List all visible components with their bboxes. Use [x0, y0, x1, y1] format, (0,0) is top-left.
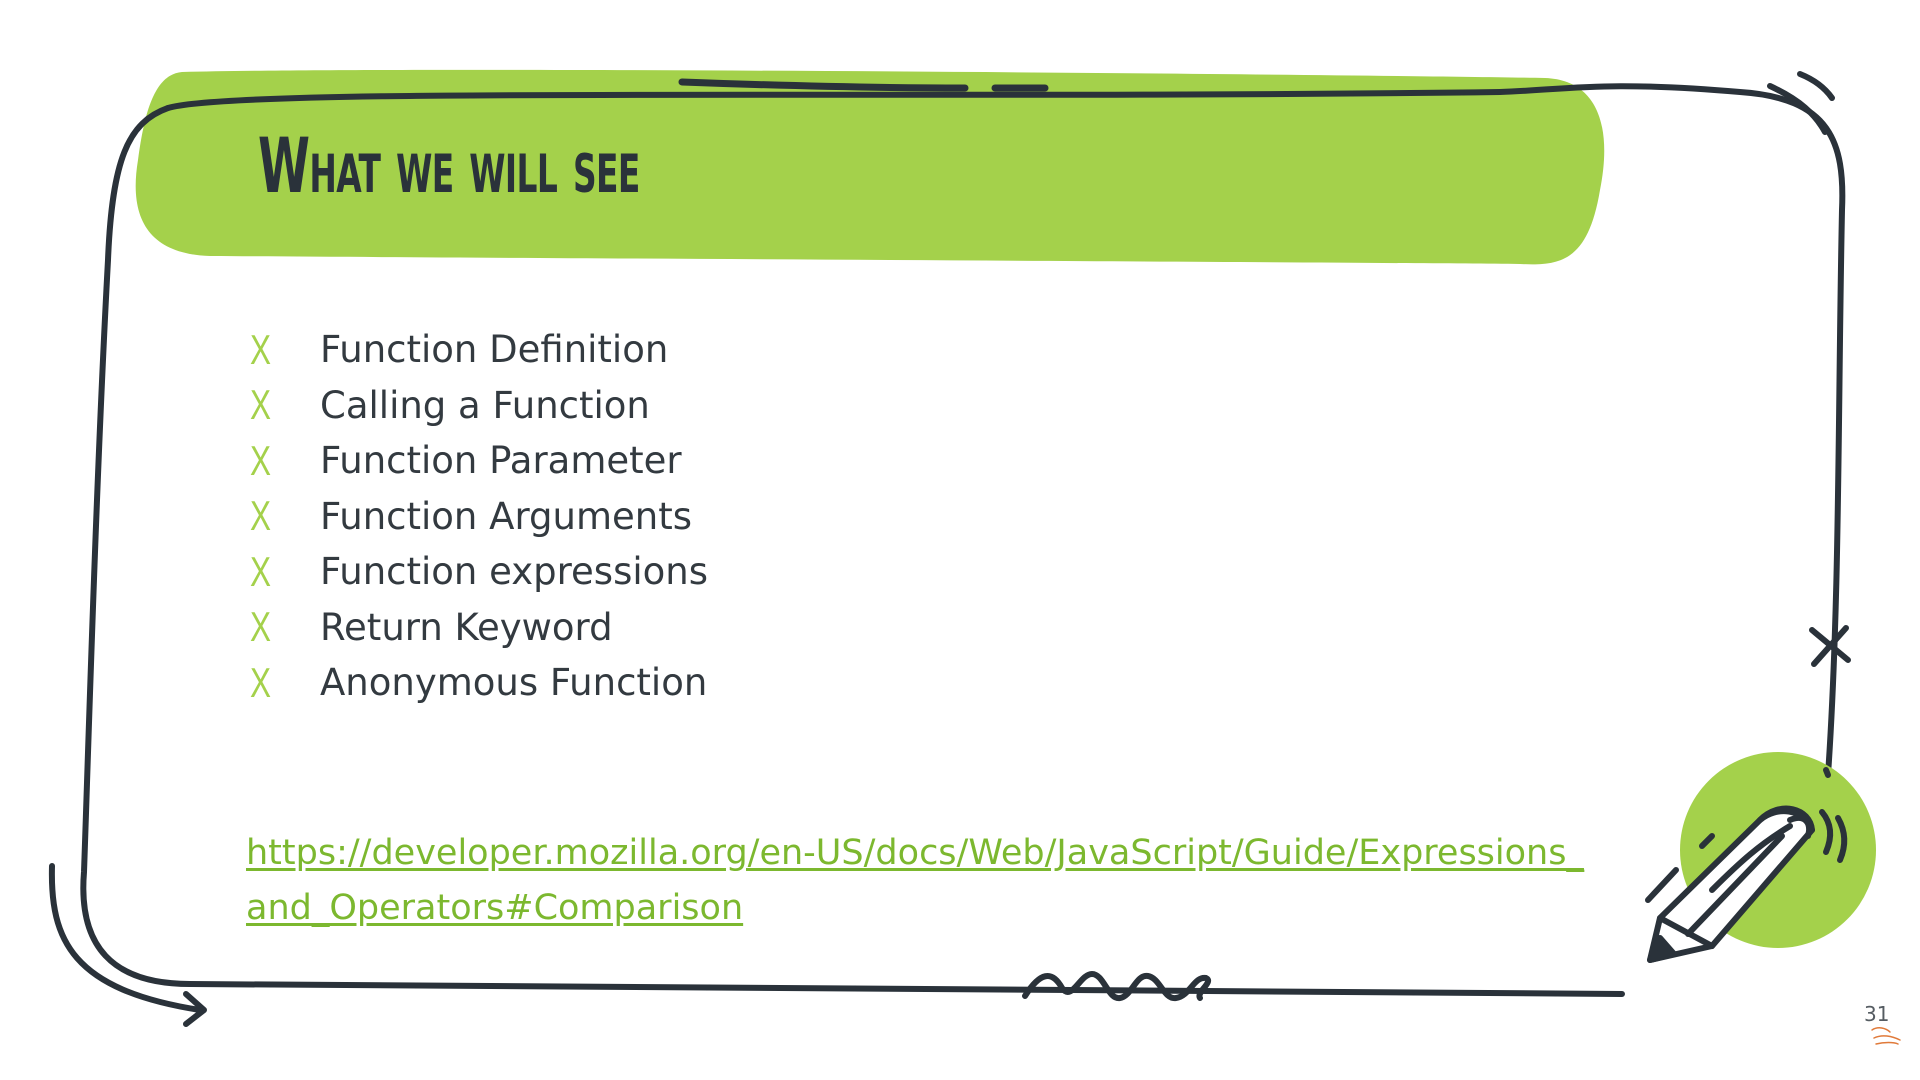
x-mark-icon: X [250, 325, 272, 373]
list-item: X Function Parameter [250, 433, 708, 489]
x-mark-icon: X [250, 603, 272, 651]
list-item: X Function Definition [250, 322, 708, 378]
list-item-label: Function expressions [320, 550, 708, 594]
title-banner [135, 69, 1605, 265]
x-mark-icon: X [250, 547, 272, 595]
frame-right-tail [1823, 767, 1831, 778]
watermark-logo [1871, 1027, 1901, 1045]
x-mark-icon: X [250, 492, 272, 540]
list-item-label: Calling a Function [320, 383, 650, 427]
x-mark-right [1809, 625, 1851, 667]
pencil-icon [1645, 805, 1848, 963]
top-stroke [678, 78, 969, 92]
list-item-label: Anonymous Function [320, 661, 708, 705]
slide-title: What we will see [258, 121, 640, 210]
x-mark-icon: X [250, 436, 272, 484]
frame-left [80, 105, 1625, 997]
list-item: X Anonymous Function [250, 655, 708, 711]
emphasis-mark-2 [1797, 71, 1835, 101]
topic-list: X Function Definition X Calling a Functi… [250, 322, 708, 711]
mdn-reference-link[interactable]: https://developer.mozilla.org/en-US/docs… [246, 833, 1584, 928]
zigzag-squiggle [1022, 971, 1211, 1001]
x-mark-icon: X [250, 658, 272, 706]
list-item-label: Function Arguments [320, 494, 692, 538]
list-item-label: Function Definition [320, 328, 669, 372]
x-mark-icon: X [250, 381, 272, 429]
list-item: X Function Arguments [250, 489, 708, 545]
list-item-label: Return Keyword [320, 605, 613, 649]
curved-arrow [48, 863, 203, 1013]
list-item: X Function expressions [250, 544, 708, 600]
list-item-label: Function Parameter [320, 439, 682, 483]
frame-outline [165, 83, 1846, 778]
list-item: X Return Keyword [250, 600, 708, 656]
emphasis-mark-1 [1767, 83, 1828, 135]
arrow-head [183, 991, 207, 1027]
list-item: X Calling a Function [250, 378, 708, 434]
page-number: 31 [1864, 1002, 1890, 1026]
